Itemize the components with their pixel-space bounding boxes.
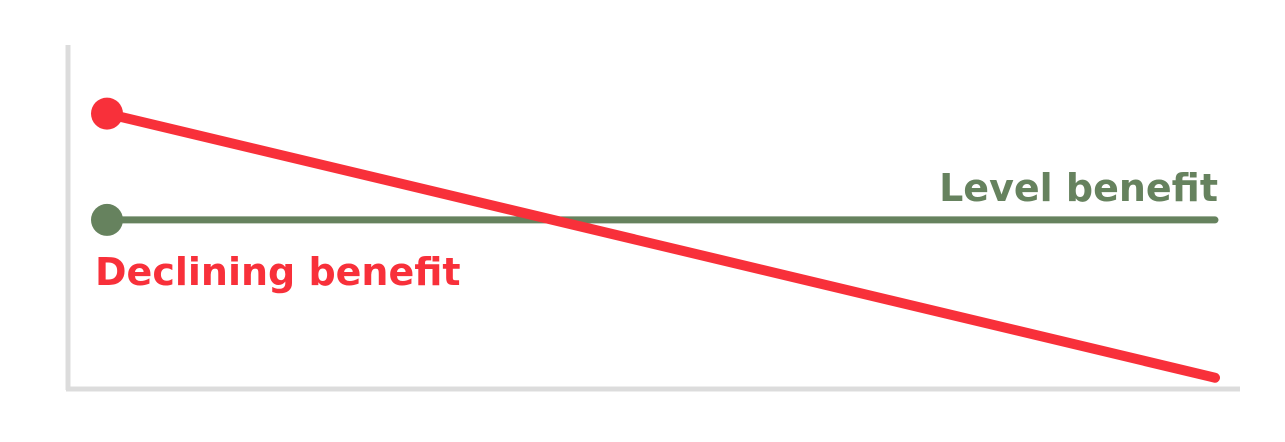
declining-benefit-start-point <box>91 97 123 130</box>
declining-benefit-label: Declining benefit <box>95 250 461 294</box>
level-benefit-start-point <box>91 203 123 236</box>
level-benefit-label: Level benefit <box>939 166 1218 210</box>
declining-benefit-line <box>102 108 1220 383</box>
